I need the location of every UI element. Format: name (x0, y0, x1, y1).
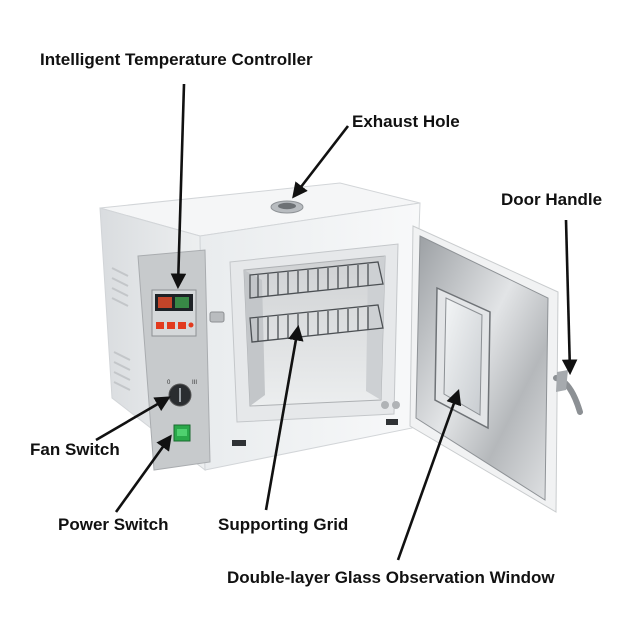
controller-button (167, 322, 175, 329)
callout-arrows (95, 83, 578, 561)
supporting-grid (249, 261, 384, 343)
shelf-top (249, 261, 384, 299)
controller-button (178, 322, 186, 329)
exhaust-hole (270, 200, 304, 214)
arrow-grid (264, 324, 304, 511)
label-power-switch: Power Switch (58, 515, 169, 534)
label-door-handle: Door Handle (501, 190, 603, 209)
door-latch (209, 311, 225, 323)
label-temperature-controller: Intelligent Temperature Controller (40, 50, 313, 69)
foot (386, 419, 398, 425)
shelf-bottom (249, 304, 384, 343)
label-observation-window: Double-layer Glass Observation Window (227, 568, 555, 587)
arrow-power-switch (114, 434, 172, 513)
hinge (392, 401, 400, 409)
arrow-door-handle (561, 219, 578, 376)
arrow-fan-switch (95, 396, 171, 442)
hinge (381, 401, 389, 409)
oven-door (409, 225, 559, 513)
svg-text:0: 0 (167, 380, 171, 386)
arrow-controller (170, 83, 187, 290)
control-panel: 0 III (137, 249, 211, 471)
label-exhaust-hole: Exhaust Hole (352, 112, 460, 131)
svg-text:III: III (192, 380, 197, 386)
controller-button (156, 322, 164, 329)
arrow-glass (396, 389, 462, 561)
door-handle (553, 370, 583, 415)
arrow-exhaust (292, 125, 350, 199)
label-fan-switch: Fan Switch (30, 440, 120, 459)
label-supporting-grid: Supporting Grid (218, 515, 349, 534)
foot (232, 440, 246, 446)
side-vents (111, 267, 131, 391)
oven-chamber (229, 243, 399, 423)
